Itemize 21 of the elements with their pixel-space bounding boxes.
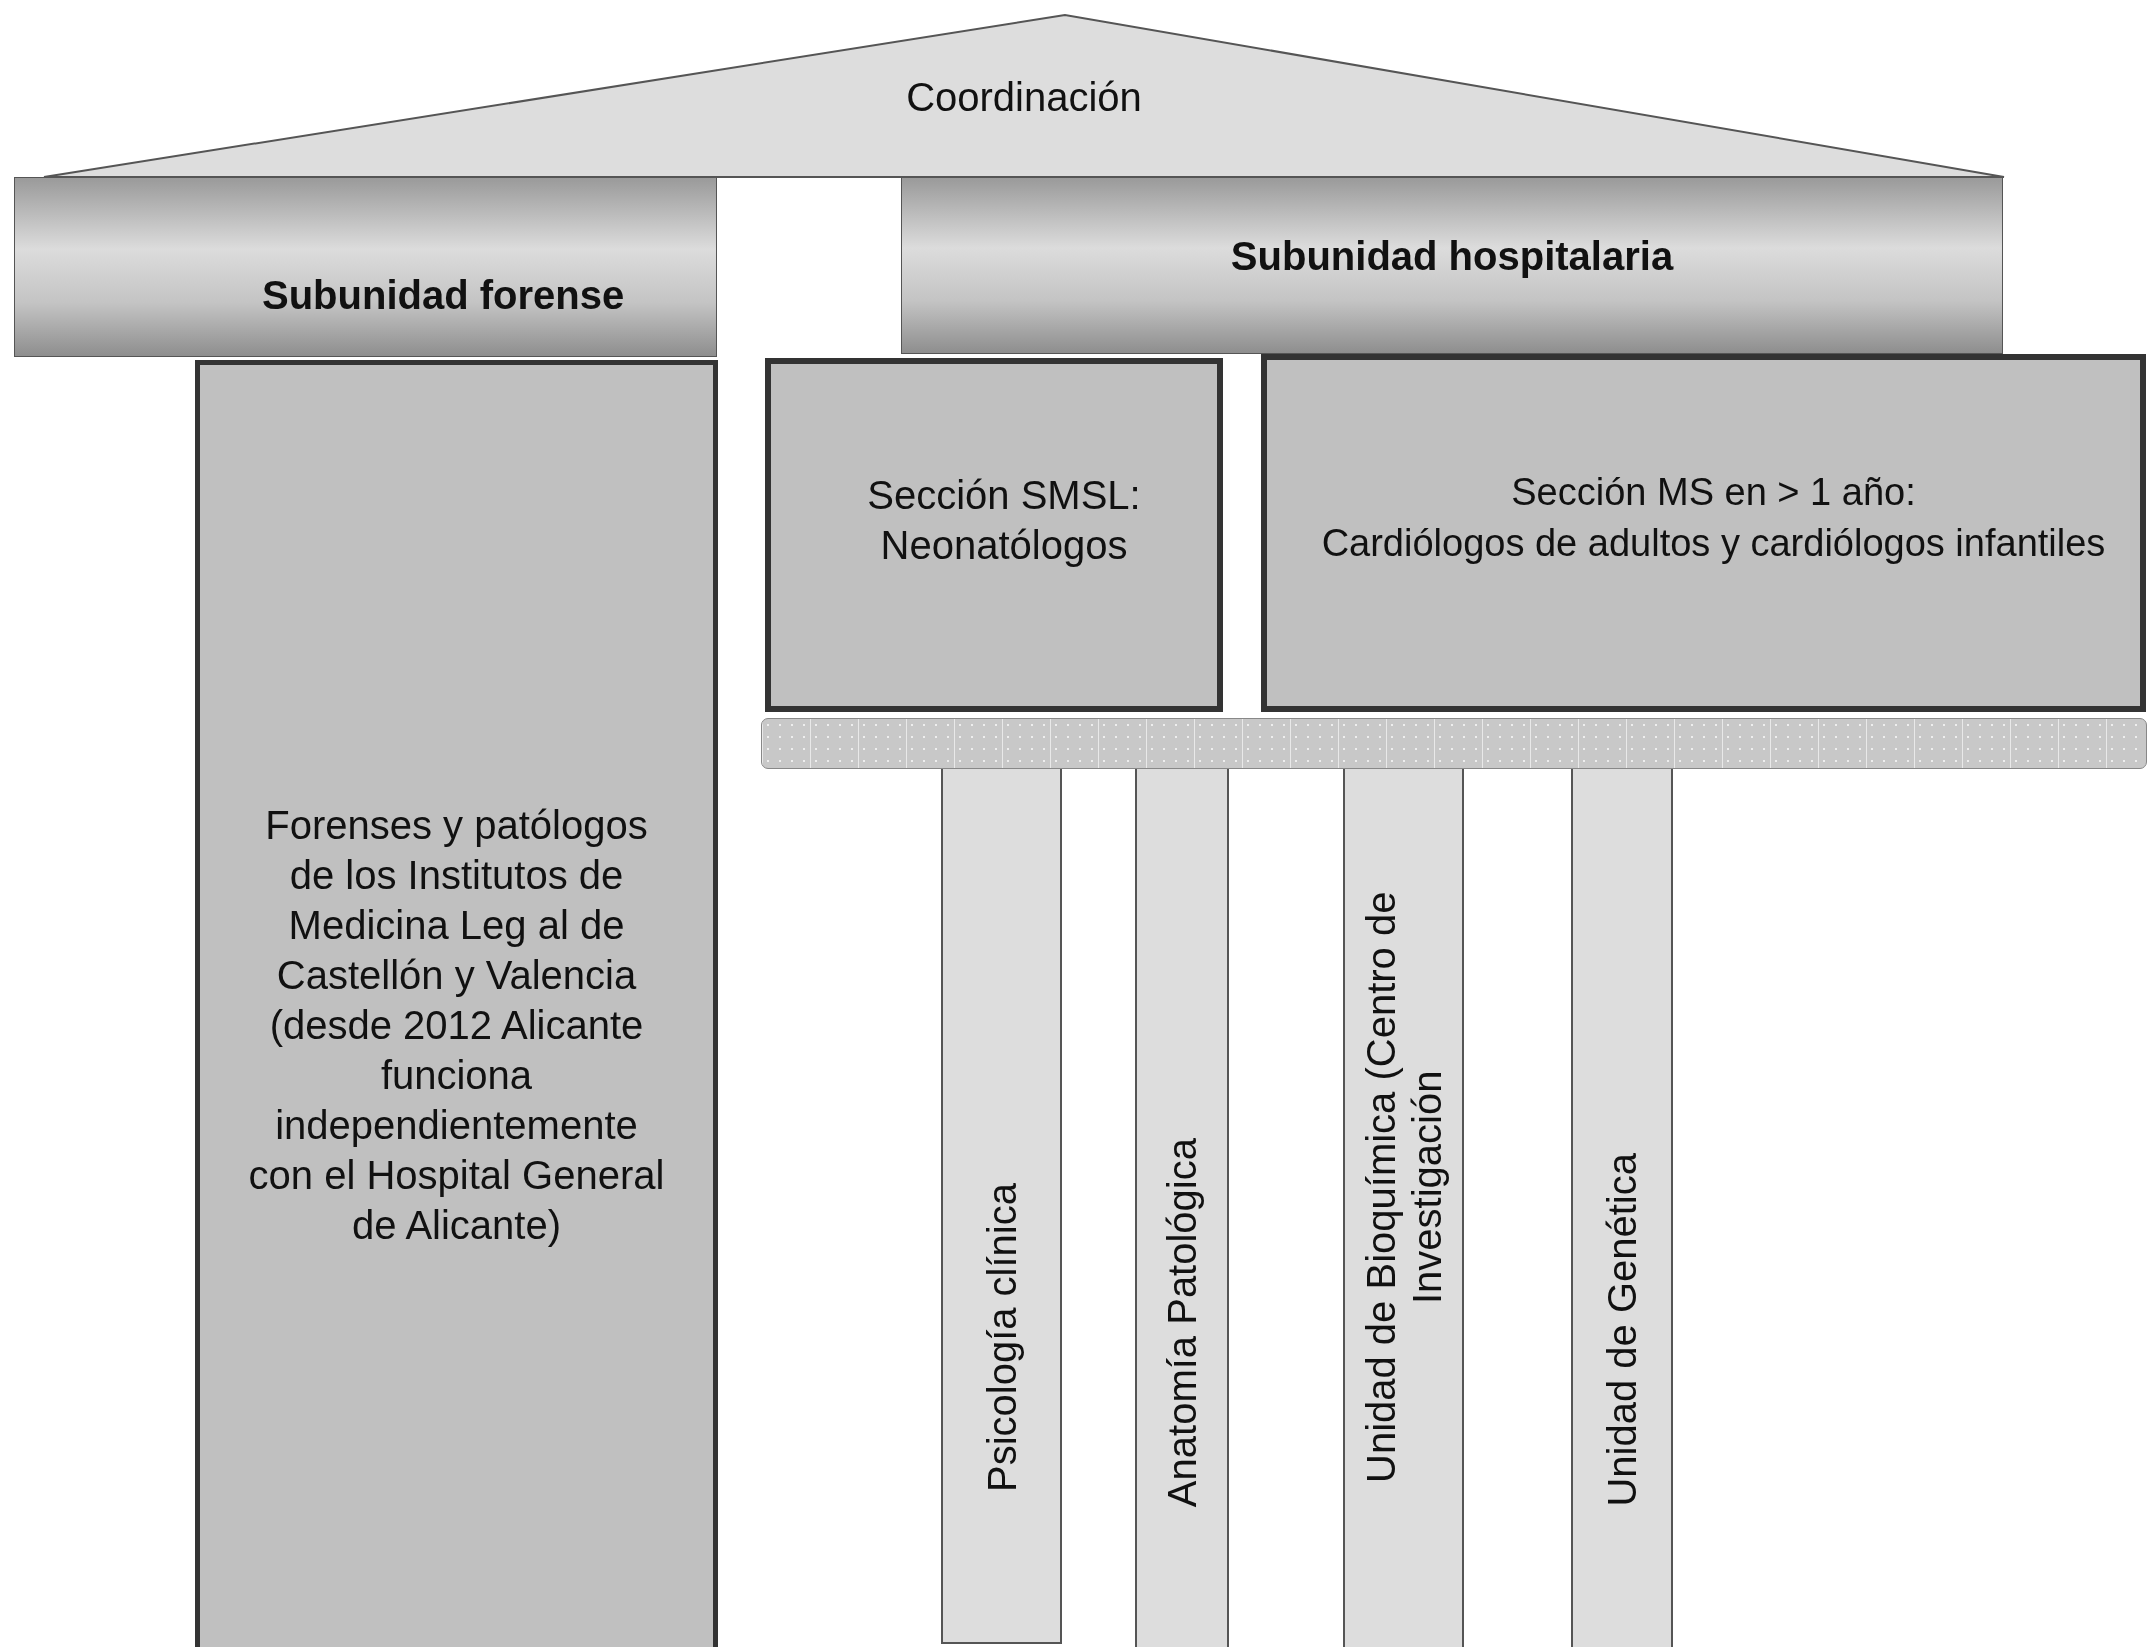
- roof-label: Coordinación: [906, 74, 1142, 121]
- section-text: Cardiólogos de adultos y cardiólogos infantiles: [1321, 521, 2106, 566]
- column-text: Forenses y patólogos de los Institutos de Medicina Leg al de Castellón y Valencia (desde 2012 Alicante funciona independientemente con el Hospital General de Alicante): [247, 802, 666, 1249]
- section-box: [1261, 354, 2146, 712]
- textured-bar: [761, 718, 2147, 769]
- subunit-bar: [901, 177, 2003, 354]
- unit-pillar: [1135, 769, 1229, 1647]
- section-text: Sección SMSL: Neonatólogos: [866, 472, 1142, 569]
- subunit-bar: [14, 177, 717, 357]
- pillar-label: Anatomía Patológica: [1159, 1137, 1205, 1507]
- pillar-label: Psicología clínica: [978, 1182, 1025, 1492]
- pillar-label: Unidad de Bioquímica (Centro de Investigación: [1357, 890, 1450, 1485]
- subunit-label: Subunidad hospitalaria: [1230, 232, 1674, 280]
- section-box: [765, 358, 1223, 712]
- section-text: Sección MS en > 1 año:: [1511, 469, 1916, 515]
- pillar-label: Unidad de Genética: [1599, 1153, 1645, 1507]
- unit-pillar: [941, 769, 1062, 1644]
- unit-pillar: [1343, 769, 1464, 1647]
- staff-column: [195, 360, 718, 1647]
- unit-pillar: [1571, 769, 1673, 1647]
- subunit-label: Subunidad forense: [262, 272, 625, 319]
